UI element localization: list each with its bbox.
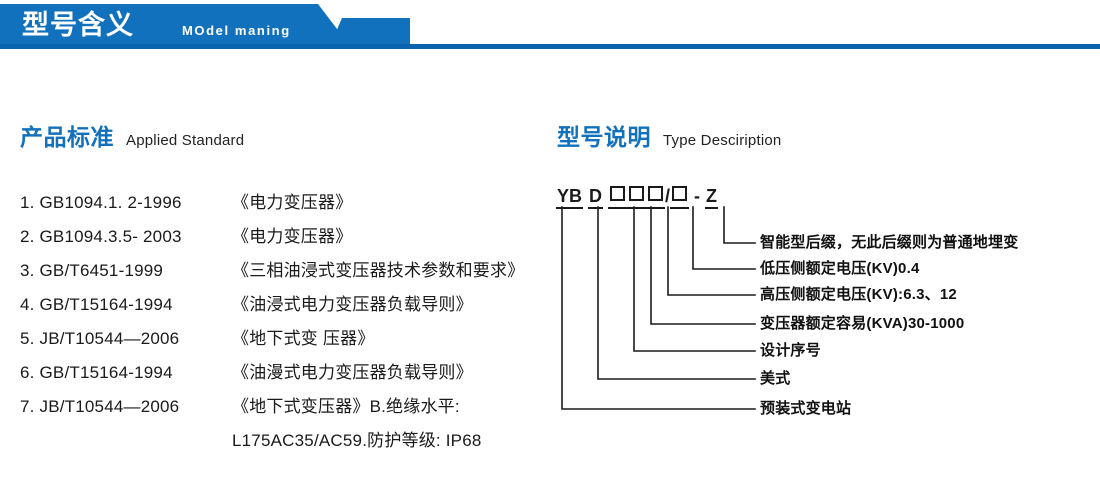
standard-code: 4. GB/T15164-1994 xyxy=(20,295,173,314)
leader-line-suffix xyxy=(723,206,756,244)
leader-lines-svg xyxy=(561,206,756,410)
callout-label-lv-voltage: 低压侧额定电压(KV)0.4 xyxy=(760,260,920,277)
list-item-continuation: L175AC35/AC59.防护等级: IP68 xyxy=(20,426,550,460)
box-glyph-icon xyxy=(672,186,688,201)
code-segment-yb: YB xyxy=(556,185,584,209)
callout-label-capacity: 变压器额定容易(KVA)30-1000 xyxy=(760,315,965,332)
applied-standard-heading-en: Applied Standard xyxy=(126,132,245,149)
leader-line-prefab-station xyxy=(561,206,756,410)
applied-standard-heading-cn: 产品标准 xyxy=(20,124,114,150)
list-item: 4. GB/T15164-1994 《油浸式电力变压器负载导则》 xyxy=(20,290,550,324)
code-segment-dash: - xyxy=(694,186,701,206)
standard-code: 7. JB/T10544—2006 xyxy=(20,397,180,416)
list-item: 7. JB/T10544—2006 《地下式变压器》B.绝缘水平: xyxy=(20,392,550,426)
header-title-english: MOdel maning xyxy=(182,23,291,38)
standard-code: 2. GB1094.3.5- 2003 xyxy=(20,227,182,246)
type-description-heading-en: Type Desciription xyxy=(663,132,782,149)
leader-line-lv-voltage xyxy=(692,206,756,270)
callout-label-suffix: 智能型后缀，无此后缀则为普通地埋变 xyxy=(760,234,1019,251)
callout-label-american-type: 美式 xyxy=(760,370,791,387)
code-segment-slash: / xyxy=(665,186,671,206)
standard-name: 《地下式变压器》B.绝缘水平: xyxy=(232,397,460,416)
standard-code: 1. GB1094.1. 2-1996 xyxy=(20,193,182,212)
leader-line-american-type xyxy=(597,206,756,380)
type-description-heading-cn: 型号说明 xyxy=(557,124,651,150)
leader-line-capacity xyxy=(650,206,756,325)
applied-standard-heading: 产品标准 Applied Standard xyxy=(20,118,244,152)
standard-name: 《电力变压器》 xyxy=(232,193,353,212)
list-item: 6. GB/T15164-1994 《油漫式电力变压器负载导则》 xyxy=(20,358,550,392)
list-item: 5. JB/T10544—2006 《地下式变 压器》 xyxy=(20,324,550,358)
code-segment-d: D xyxy=(588,185,604,209)
standard-name: 《油漫式电力变压器负载导则》 xyxy=(232,363,473,382)
box-glyph-icon xyxy=(629,186,645,201)
page-header-banner: 型号含义 MOdel maning xyxy=(0,0,1100,50)
code-segment-box-2 xyxy=(627,185,647,209)
standard-name: 《三相油浸式变压器技术参数和要求》 xyxy=(232,261,525,280)
standard-name: L175AC35/AC59.防护等级: IP68 xyxy=(232,431,482,450)
leader-line-hv-voltage xyxy=(667,206,756,296)
standard-name: 《油浸式电力变压器负载导则》 xyxy=(232,295,473,314)
leader-line-design-serial xyxy=(633,206,756,352)
standards-list: 1. GB1094.1. 2-1996 《电力变压器》 2. GB1094.3.… xyxy=(20,188,550,460)
standard-code: 6. GB/T15164-1994 xyxy=(20,363,173,382)
callout-label-prefab-station: 预装式变电站 xyxy=(760,400,852,417)
header-underline-bar xyxy=(0,44,1100,49)
header-blue-shape-notch xyxy=(330,18,410,46)
code-segment-box-1 xyxy=(608,185,628,209)
standard-code: 5. JB/T10544—2006 xyxy=(20,329,180,348)
standard-name: 《地下式变 压器》 xyxy=(232,329,375,348)
code-segment-box-3 xyxy=(646,185,666,209)
code-segment-box-4 xyxy=(670,185,690,209)
header-blue-shape xyxy=(0,4,350,46)
code-segment-z: Z xyxy=(705,185,719,209)
standard-name: 《电力变压器》 xyxy=(232,227,353,246)
type-description-heading: 型号说明 Type Desciription xyxy=(557,118,781,152)
box-glyph-icon xyxy=(610,186,626,201)
box-glyph-icon xyxy=(648,186,664,201)
list-item: 3. GB/T6451-1999 《三相油浸式变压器技术参数和要求》 xyxy=(20,256,550,290)
callout-label-hv-voltage: 高压侧额定电压(KV):6.3、12 xyxy=(760,286,957,303)
header-title-chinese: 型号含义 xyxy=(22,10,134,40)
standard-code: 3. GB/T6451-1999 xyxy=(20,261,164,280)
list-item: 2. GB1094.3.5- 2003 《电力变压器》 xyxy=(20,222,550,256)
list-item: 1. GB1094.1. 2-1996 《电力变压器》 xyxy=(20,188,550,222)
callout-label-design-serial: 设计序号 xyxy=(760,342,821,359)
